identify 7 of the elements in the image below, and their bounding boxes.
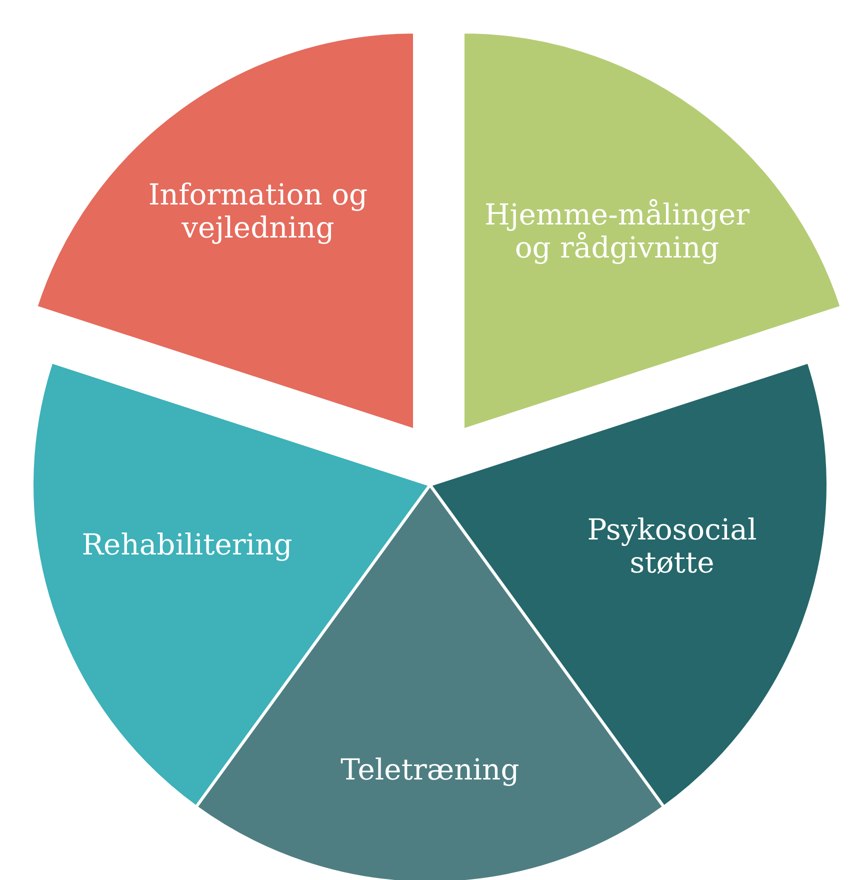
segment-label: Rehabilitering — [80, 528, 294, 562]
segment-label: Hjemme-målinger og rådgivning — [483, 198, 750, 266]
segment-label: Teletræning — [340, 753, 520, 787]
segment-label: Information og vejledning — [147, 178, 369, 246]
segment-label: Psykosocial støtte — [586, 514, 758, 580]
pie-segment — [463, 32, 842, 430]
pie-segment — [36, 32, 415, 430]
